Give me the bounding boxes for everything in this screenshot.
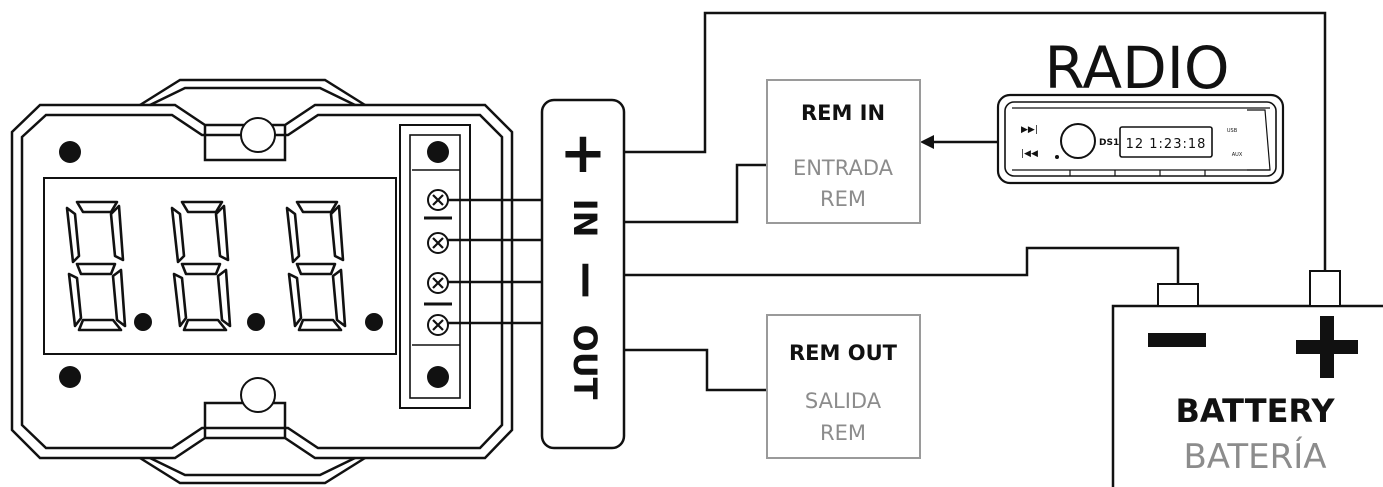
seven-segment-digit: [65, 200, 127, 332]
battery-minus-sign: [1148, 333, 1206, 347]
next-track-icon: ▶▶|: [1021, 125, 1038, 135]
battery-plus-sign: [1296, 316, 1358, 378]
usb-label: USB: [1227, 128, 1238, 134]
battery-positive-post: [1309, 270, 1341, 307]
radio-brand-logo: DS18: [1099, 138, 1125, 148]
seven-segment-digit: [170, 200, 232, 332]
decimal-point: [365, 313, 383, 331]
arrow-left-icon: [920, 135, 934, 149]
decimal-point: [134, 313, 152, 331]
screw-dot-icon: [59, 141, 81, 163]
rem-in-box: REM IN ENTRADA REM: [766, 79, 921, 224]
battery-negative-post: [1157, 283, 1199, 307]
decimal-point: [247, 313, 265, 331]
screw-terminal-strip: [399, 124, 471, 409]
radio-display-text: 12 1:23:18: [1126, 137, 1207, 152]
rem-out-subtitle-2: REM: [820, 421, 866, 445]
connector-out-label: OUT: [566, 324, 604, 399]
rem-in-title: REM IN: [801, 101, 885, 125]
voltmeter-device: [10, 78, 514, 485]
battery-subtitle: BATERÍA: [1183, 436, 1326, 477]
connector-in-label: IN: [566, 199, 604, 238]
terminal-screw-icon: [427, 232, 449, 254]
screw-dot-icon: [427, 366, 449, 388]
rem-in-subtitle-1: ENTRADA: [793, 156, 894, 180]
battery-title: BATTERY: [1176, 392, 1336, 430]
connector-plus-label: +: [560, 121, 607, 186]
terminal-screw-icon: [427, 314, 449, 336]
rem-out-box: REM OUT SALIDA REM: [766, 314, 921, 459]
seven-segment-digit: [285, 200, 347, 332]
prev-track-icon: |◀◀: [1021, 149, 1038, 159]
connector-block: + IN − OUT: [540, 98, 626, 450]
aux-label: AUX: [1232, 152, 1243, 158]
terminal-screw-icon: [427, 272, 449, 294]
car-radio-head-unit: ▶▶| |◀◀ DS18 12 1:23:18 USB AUX: [996, 93, 1285, 185]
battery: BATTERY BATERÍA: [1111, 270, 1383, 487]
rem-in-subtitle-2: REM: [820, 187, 866, 211]
screw-dot-icon: [427, 141, 449, 163]
volume-knob-icon: [1060, 123, 1096, 159]
rem-out-subtitle-1: SALIDA: [805, 389, 882, 413]
wiring-lines: [624, 11, 1327, 392]
rem-out-title: REM OUT: [789, 341, 898, 365]
screw-dot-icon: [59, 366, 81, 388]
terminal-screw-icon: [427, 189, 449, 211]
radio-title: RADIO: [1044, 34, 1229, 102]
connector-minus-label: −: [556, 258, 616, 302]
device-wires: [448, 198, 542, 325]
radio-lcd-screen: [1119, 126, 1213, 158]
